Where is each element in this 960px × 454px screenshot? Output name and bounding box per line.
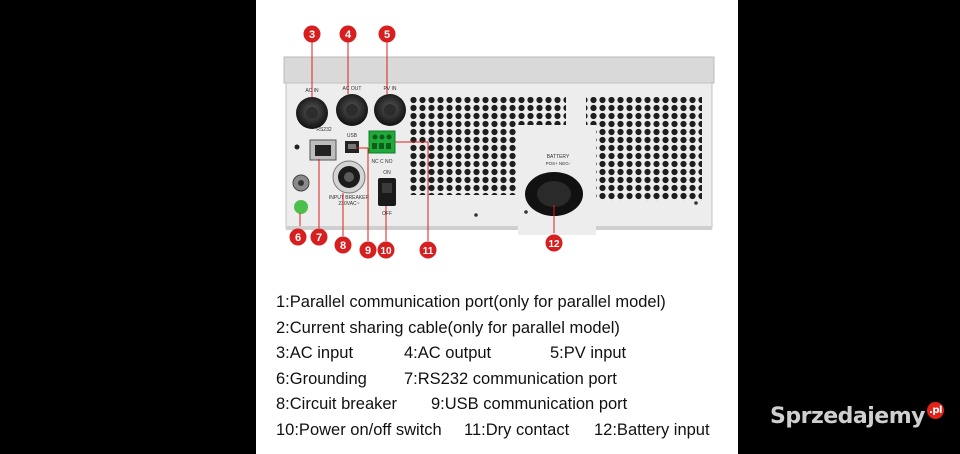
svg-text:4: 4 bbox=[345, 29, 352, 41]
rs232-port bbox=[309, 139, 337, 161]
battery-label: BATTERY bbox=[547, 154, 570, 160]
svg-text:12: 12 bbox=[548, 239, 560, 250]
ac-input-port bbox=[296, 97, 328, 129]
legend-item-11: 11:Dry contact bbox=[464, 420, 570, 439]
legend-row: 3:AC input 4:AC output 5:PV input bbox=[276, 341, 736, 367]
callout-5: 5 bbox=[378, 25, 396, 43]
callout-7: 7 bbox=[310, 228, 328, 246]
legend-item-6: 6:Grounding bbox=[276, 369, 367, 388]
breaker-rating-label: 230VAC~ bbox=[338, 201, 359, 207]
callout-10: 10 bbox=[377, 241, 395, 259]
svg-text:11: 11 bbox=[423, 246, 434, 257]
legend-item-10: 10:Power on/off switch bbox=[276, 420, 442, 439]
callout-8: 8 bbox=[334, 236, 352, 254]
legend-item-7: 7:RS232 communication port bbox=[404, 369, 617, 388]
callout-11: 11 bbox=[419, 241, 437, 259]
legend-item-5: 5:PV input bbox=[550, 344, 627, 363]
svg-text:8: 8 bbox=[340, 240, 346, 252]
callout-lines bbox=[299, 42, 555, 241]
circuit-breaker bbox=[332, 160, 366, 194]
grounding-terminal bbox=[292, 174, 310, 214]
dry-contact-label: NC C NO bbox=[371, 159, 392, 165]
svg-text:7: 7 bbox=[316, 232, 322, 244]
pv-input-port bbox=[374, 94, 406, 126]
callout-9: 9 bbox=[359, 241, 377, 259]
legend-row: 1:Parallel communication port(only for p… bbox=[276, 290, 736, 316]
svg-text:3: 3 bbox=[309, 29, 315, 41]
switch-off-label: OFF bbox=[382, 211, 392, 217]
legend-item-1: 1:Parallel communication port(only for p… bbox=[276, 293, 666, 311]
power-switch bbox=[378, 178, 396, 206]
svg-text:6: 6 bbox=[295, 232, 301, 244]
rs232-label: RS232 bbox=[316, 127, 332, 133]
ac-out-label: AC OUT bbox=[343, 86, 362, 92]
breaker-label: INPUT BREAKER bbox=[329, 195, 370, 201]
product-image-panel: AC IN AC OUT PV IN RS232 USB NC C NO bbox=[256, 0, 738, 454]
svg-text:9: 9 bbox=[365, 245, 371, 257]
switch-on-label: ON bbox=[383, 170, 391, 176]
callout-3: 3 bbox=[303, 25, 321, 43]
callout-4: 4 bbox=[339, 25, 357, 43]
dry-contact-terminal bbox=[368, 130, 396, 154]
inverter-bottom-photo: AC IN AC OUT PV IN RS232 USB NC C NO bbox=[283, 25, 715, 259]
svg-text:10: 10 bbox=[380, 246, 392, 257]
callout-12: 12 bbox=[545, 234, 563, 252]
legend-item-4: 4:AC output bbox=[404, 344, 492, 363]
site-watermark: Sprzedajemy.pl bbox=[770, 402, 944, 429]
watermark-badge: .pl bbox=[927, 402, 944, 419]
legend-item-12: 12:Battery input bbox=[594, 420, 710, 439]
svg-text:5: 5 bbox=[384, 29, 390, 41]
legend-row: 6:Grounding 7:RS232 communication port bbox=[276, 367, 736, 393]
legend-item-3: 3:AC input bbox=[276, 344, 354, 363]
battery-poles-label: POS+ NEG- bbox=[546, 161, 571, 166]
legend-item-9: 9:USB communication port bbox=[431, 395, 628, 414]
vent-grille-right bbox=[586, 97, 702, 201]
legend-item-8: 8:Circuit breaker bbox=[276, 395, 398, 414]
callout-6: 6 bbox=[289, 228, 307, 246]
usb-label: USB bbox=[347, 133, 358, 139]
ac-output-port bbox=[336, 94, 368, 126]
legend-item-2: 2:Current sharing cable(only for paralle… bbox=[276, 318, 620, 337]
battery-input-port bbox=[525, 172, 583, 216]
usb-port bbox=[345, 141, 359, 153]
watermark-text: Sprzedajemy bbox=[770, 404, 926, 429]
legend-row: 10:Power on/off switch 11:Dry contact 12… bbox=[276, 418, 736, 444]
pv-in-label: PV IN bbox=[383, 86, 396, 92]
legend-row: 8:Circuit breaker 9:USB communication po… bbox=[276, 392, 736, 418]
port-legend: 1:Parallel communication port(only for p… bbox=[276, 290, 736, 444]
legend-row: 2:Current sharing cable(only for paralle… bbox=[276, 316, 736, 342]
